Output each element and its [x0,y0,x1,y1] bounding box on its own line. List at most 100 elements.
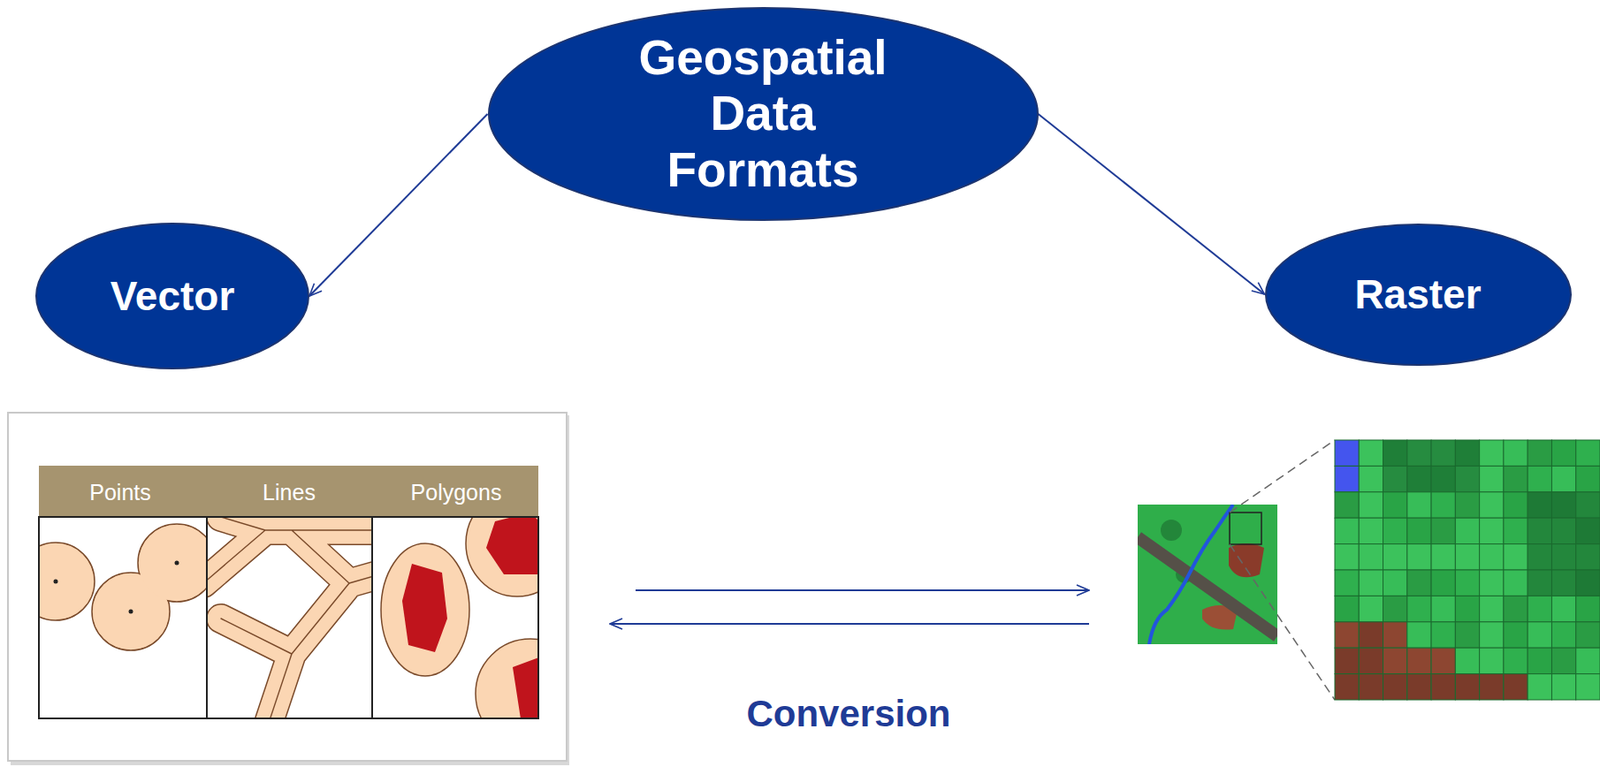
raster-cell [1479,465,1504,492]
vector-illustration [7,412,586,766]
raster-cell [1503,595,1528,622]
raster-cell [1455,544,1479,571]
raster-cell [1479,518,1504,544]
raster-cell [1334,674,1359,701]
raster-cell [1383,570,1408,596]
raster-cell [1358,595,1383,622]
raster-cell [1431,440,1456,466]
raster-cell [1479,440,1504,466]
format-ellipse: Geospatial Data Formats [487,7,1039,221]
raster-cell [1527,492,1552,519]
raster-cell [1503,647,1528,674]
raster-cell [1479,595,1504,622]
panel-header: Points [89,480,151,506]
raster-cell [1576,622,1600,648]
raster-cell [1503,674,1528,701]
raster-cell [1431,465,1456,492]
raster-cell [1503,440,1528,466]
raster-cell [1383,440,1408,466]
raster-cell [1576,440,1600,466]
raster-cell [1527,465,1552,492]
raster-cell [1576,674,1600,701]
raster-cell [1431,544,1456,571]
raster-cell [1576,492,1600,519]
raster-cell [1358,440,1383,466]
conversion-label: Conversion [746,693,951,736]
raster-cell [1527,518,1552,544]
points-panel [38,524,207,651]
raster-cell [1358,465,1383,492]
conversion-arrows [609,590,1090,625]
raster-cell [1551,674,1576,701]
raster-cell [1479,674,1504,701]
raster-cell [1431,622,1456,648]
raster-cell [1431,595,1456,622]
raster-cell [1527,440,1552,466]
ellipse-outline [487,7,1039,221]
raster-cell [1479,647,1504,674]
raster-cell [1503,518,1528,544]
raster-illustration [1137,440,1600,701]
raster-cell [1527,674,1552,701]
raster-cell [1334,544,1359,571]
raster-cell [1407,622,1432,648]
raster-cell [1576,570,1600,596]
raster-cell [1358,674,1383,701]
raster-cell [1383,492,1408,519]
connector-arrow [309,114,488,297]
raster-cell [1358,544,1383,571]
raster-cell [1383,465,1408,492]
format-ellipse: Raster [1264,223,1572,366]
raster-cell [1551,647,1576,674]
raster-cell [1551,622,1576,648]
raster-cell [1551,570,1576,596]
raster-cell [1407,492,1432,519]
raster-cell [1527,544,1552,571]
raster-cell [1455,518,1479,544]
raster-cell [1576,647,1600,674]
raster-cell [1455,440,1479,466]
raster-cell [1334,440,1359,466]
raster-cell [1334,570,1359,596]
raster-cell [1358,492,1383,519]
raster-cell [1479,492,1504,519]
raster-cell [1479,570,1504,596]
raster-cell [1455,492,1479,519]
raster-cell [1407,674,1432,701]
raster-cell [1576,518,1600,544]
raster-cell [1455,465,1479,492]
raster-cell [1407,440,1432,466]
raster-cell [1334,492,1359,519]
node-label: Geospatial Data Formats [608,30,918,199]
raster-cell [1334,647,1359,674]
raster-cell [1455,622,1479,648]
raster-cell [1383,674,1408,701]
raster-cell [1383,544,1408,571]
raster-cell [1407,544,1432,571]
ellipse-outline [1264,223,1572,366]
raster-cell [1576,465,1600,492]
raster-cell [1334,595,1359,622]
raster-cell [1551,518,1576,544]
raster-cell [1431,647,1456,674]
format-ellipse: Vector [35,222,310,370]
raster-cell [1455,595,1479,622]
raster-cell [1431,518,1456,544]
panel-header: Polygons [411,480,503,506]
raster-cell [1551,440,1576,466]
raster-cell [1551,595,1576,622]
raster-cell [1334,518,1359,544]
raster-cell [1527,570,1552,596]
raster-cell [1527,647,1552,674]
raster-cell [1358,570,1383,596]
raster-cell [1503,570,1528,596]
raster-cell [1383,518,1408,544]
raster-cell [1551,465,1576,492]
raster-cell [1503,622,1528,648]
raster-cell [1383,595,1408,622]
polygons-panel [380,517,539,719]
ellipse-outline [35,222,310,370]
raster-cell [1551,544,1576,571]
raster-cell [1431,674,1456,701]
raster-cell [1551,492,1576,519]
